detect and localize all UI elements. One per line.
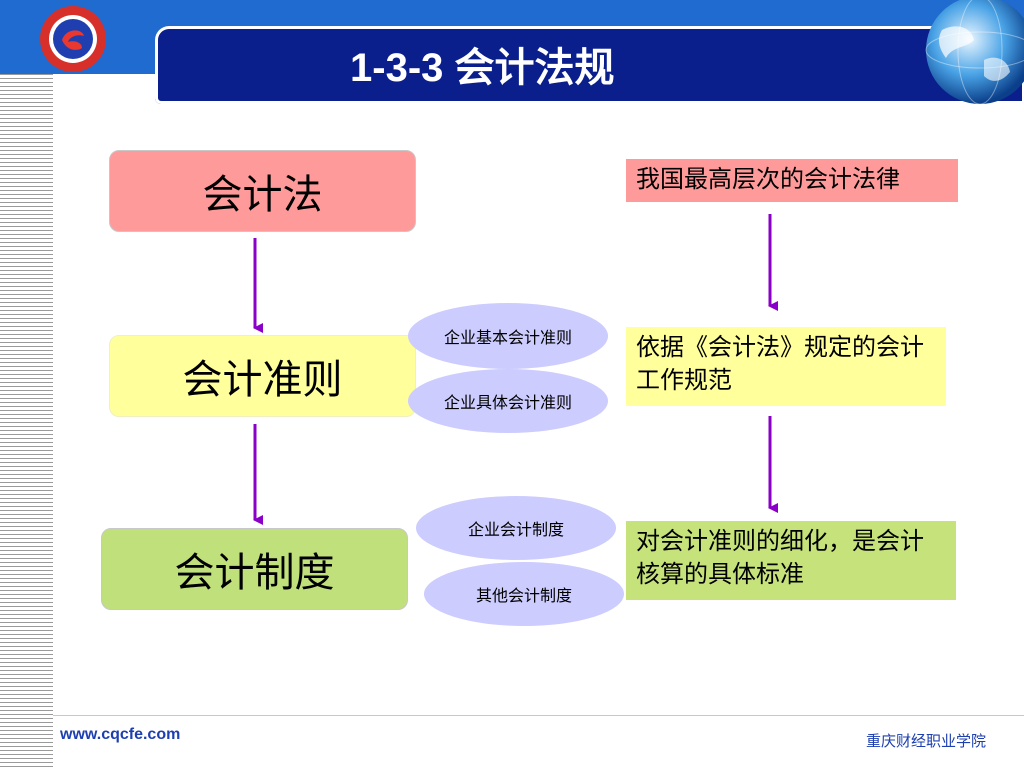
footer-url[interactable]: www.cqcfe.com: [60, 726, 181, 743]
oval-basic-standard: 企业基本会计准则: [408, 303, 608, 369]
description-accounting-standards: 依据《会计法》规定的会计工作规范: [626, 327, 946, 406]
level-box-accounting-system: 会计制度: [101, 528, 408, 610]
level-box-accounting-standards: 会计准则: [109, 335, 416, 417]
oval-specific-standard: 企业具体会计准则: [408, 369, 608, 433]
school-logo-icon: [40, 6, 106, 72]
footer-school-name: 重庆财经职业学院: [865, 732, 986, 750]
left-stripe-decoration: [0, 74, 53, 768]
oval-other-system: 其他会计制度: [424, 562, 624, 626]
globe-icon: [925, 0, 1024, 105]
level-box-accounting-law: 会计法: [109, 150, 416, 232]
description-accounting-system: 对会计准则的细化，是会计核算的具体标准: [626, 521, 956, 600]
footer-divider: [53, 715, 1024, 716]
title-bar: [155, 26, 1024, 104]
oval-enterprise-system: 企业会计制度: [416, 496, 616, 560]
page-title: 1-3-3 会计法规: [350, 46, 615, 90]
description-accounting-law: 我国最高层次的会计法律: [626, 159, 958, 202]
